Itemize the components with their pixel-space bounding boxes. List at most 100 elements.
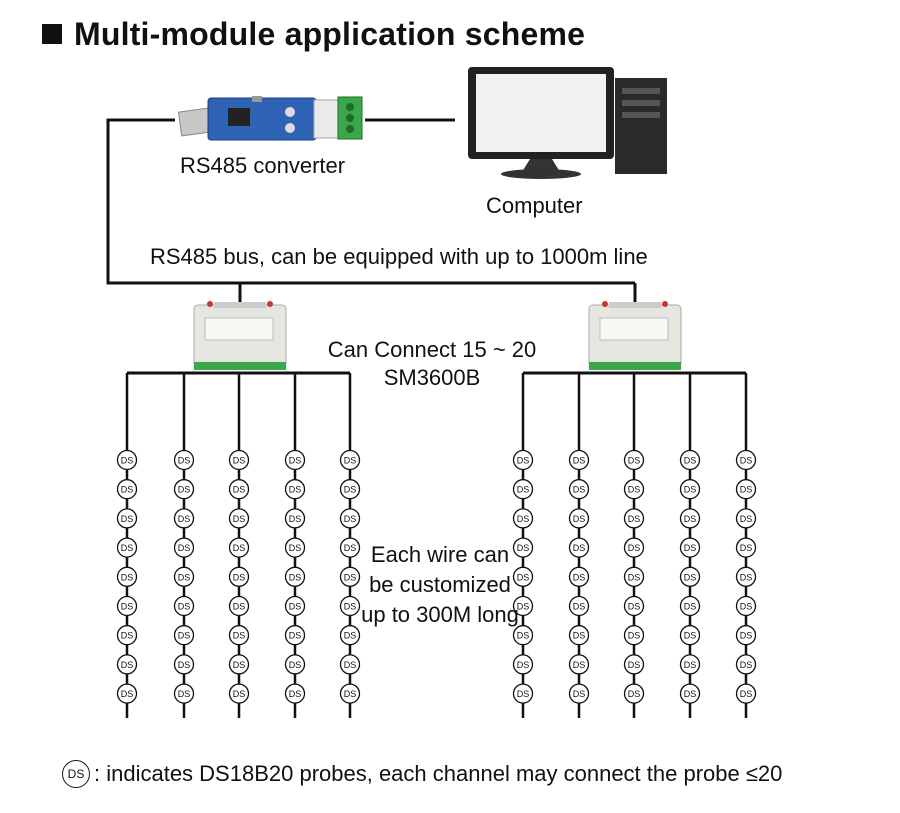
page-title: Multi-module application scheme bbox=[74, 15, 586, 52]
ds-probe-label: DS bbox=[628, 631, 641, 641]
ds-probe-label: DS bbox=[684, 660, 697, 670]
ds-probe-icon bbox=[623, 683, 645, 704]
ds-probe-label: DS bbox=[344, 543, 357, 553]
ds-probe-label: DS bbox=[573, 602, 586, 612]
ds-probe-label: DS bbox=[517, 602, 530, 612]
ds-probe-icon bbox=[339, 654, 361, 675]
ds-probe-icon bbox=[228, 479, 250, 500]
ds-probe-icon bbox=[284, 595, 306, 617]
ds-probe-label: DS bbox=[178, 689, 191, 699]
ds-probe-icon bbox=[284, 654, 306, 675]
ds-probe-icon bbox=[173, 449, 195, 471]
ds-probe-label: DS bbox=[178, 543, 191, 553]
ds-probe-label: DS bbox=[233, 631, 246, 641]
ds-probe-icon bbox=[679, 449, 701, 471]
ds-probe-label: DS bbox=[740, 572, 753, 582]
ds-probe-icon bbox=[679, 508, 701, 529]
ds-probe-label: DS bbox=[344, 514, 357, 524]
ds-probe-icon bbox=[339, 449, 361, 471]
ds-probe-label: DS bbox=[289, 456, 302, 466]
ds-probe-icon bbox=[339, 479, 361, 500]
ds-probe-icon bbox=[623, 508, 645, 529]
ds-probe-label: DS bbox=[178, 631, 191, 641]
ds-probe-label: DS bbox=[573, 572, 586, 582]
ds-probe-icon bbox=[284, 566, 306, 587]
ds-probe-label: DS bbox=[517, 514, 530, 524]
ds-probe-icon bbox=[735, 625, 757, 646]
ds-probe-label: DS bbox=[344, 572, 357, 582]
ds-probe-label: DS bbox=[233, 514, 246, 524]
ds-probe-label: DS bbox=[178, 660, 191, 670]
ds-probe-icon bbox=[623, 537, 645, 558]
ds-probe-label: DS bbox=[740, 543, 753, 553]
ds-probe-label: DS bbox=[573, 456, 586, 466]
ds-probe-icon bbox=[568, 479, 590, 500]
ds-probe-icon bbox=[679, 654, 701, 675]
ds-probe-icon bbox=[284, 625, 306, 646]
ds-probe-icon bbox=[568, 683, 590, 704]
bus-line-main bbox=[106, 118, 635, 285]
computer-label: Computer bbox=[486, 193, 583, 218]
ds-probe-icon bbox=[228, 654, 250, 675]
ds-probe-label: DS bbox=[344, 456, 357, 466]
ds-probe-label: DS bbox=[178, 456, 191, 466]
ds-probe-icon bbox=[284, 479, 306, 500]
ds-probe-label: DS bbox=[289, 485, 302, 495]
ds-probe-icon bbox=[735, 595, 757, 617]
ds-probe-icon bbox=[735, 479, 757, 500]
ds-probe-icon bbox=[116, 595, 138, 617]
ds-probe-icon bbox=[623, 595, 645, 617]
ds-probe-label: DS bbox=[344, 602, 357, 612]
ds-probe-icon bbox=[339, 508, 361, 529]
ds-probe-label: DS bbox=[573, 631, 586, 641]
rs485-converter-image bbox=[177, 96, 363, 141]
ds-probe-icon bbox=[568, 625, 590, 646]
ds-probe-icon bbox=[735, 654, 757, 675]
ds-probe-label: DS bbox=[684, 572, 697, 582]
ds-probe-icon bbox=[679, 537, 701, 558]
ds-probe-icon bbox=[735, 537, 757, 558]
ds-probe-label: DS bbox=[740, 514, 753, 524]
legend-text: : indicates DS18B20 probes, each channel… bbox=[94, 761, 783, 786]
ds-probe-icon bbox=[735, 508, 757, 529]
ds-probe-icon bbox=[228, 683, 250, 704]
ds-probe-icon bbox=[568, 654, 590, 675]
ds-probe-label: DS bbox=[121, 602, 134, 612]
ds-probe-label: DS bbox=[517, 456, 530, 466]
ds-probe-icon bbox=[116, 449, 138, 471]
ds-probe-icon bbox=[568, 595, 590, 617]
ds-probe-label: DS bbox=[573, 689, 586, 699]
ds-probe-icon bbox=[116, 625, 138, 646]
ds-probe-icon bbox=[116, 479, 138, 500]
ds-probe-icon bbox=[568, 537, 590, 558]
ds-probe-icon bbox=[623, 449, 645, 471]
ds-probe-label: DS bbox=[684, 543, 697, 553]
ds-probe-icon bbox=[116, 508, 138, 529]
ds-probe-label: DS bbox=[289, 602, 302, 612]
ds-probe-icon bbox=[512, 595, 534, 617]
ds-probe-label: DS bbox=[517, 543, 530, 553]
ds-probe-label: DS bbox=[517, 631, 530, 641]
ds-probe-label: DS bbox=[233, 485, 246, 495]
ds-probe-label: DS bbox=[289, 543, 302, 553]
ds-probe-label: DS bbox=[178, 485, 191, 495]
sm3600b-module-left bbox=[193, 301, 287, 370]
ds-probe-icon bbox=[512, 479, 534, 500]
ds-probe-icon bbox=[512, 537, 534, 558]
ds-probe-icon bbox=[623, 479, 645, 500]
sm3600b-module-right bbox=[588, 301, 682, 370]
ds-probe-label: DS bbox=[233, 602, 246, 612]
ds-probe-label: DS bbox=[178, 602, 191, 612]
ds-probe-icon bbox=[512, 625, 534, 646]
ds-probe-label: DS bbox=[740, 485, 753, 495]
ds-probe-label: DS bbox=[344, 689, 357, 699]
ds-probe-label: DS bbox=[121, 572, 134, 582]
ds-probe-label: DS bbox=[573, 485, 586, 495]
ds-probe-label: DS bbox=[121, 514, 134, 524]
ds-probe-label: DS bbox=[178, 514, 191, 524]
ds-probe-icon bbox=[623, 654, 645, 675]
ds-probe-label: DS bbox=[289, 689, 302, 699]
ds-probe-icon bbox=[568, 449, 590, 471]
ds-probe-icon bbox=[339, 683, 361, 704]
title-square-icon bbox=[42, 24, 62, 44]
